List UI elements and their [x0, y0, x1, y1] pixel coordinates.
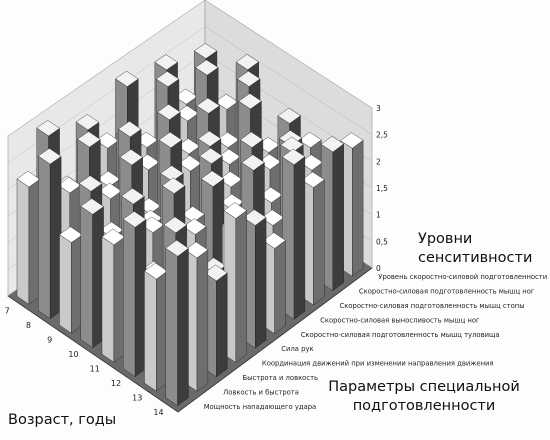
z-tick-label: 2,5	[376, 131, 388, 140]
z-tick-label: 0,5	[376, 237, 388, 246]
age-axis-labels: 7 8 9 10 11 12 13 14	[5, 306, 164, 417]
age-label: 12	[111, 379, 121, 388]
z-tick-label: 1	[376, 211, 381, 220]
parameter-label: Скоростно-силовая выносливость мышц ног	[320, 316, 480, 324]
chart-bars	[16, 43, 364, 407]
parameter-label: Быстрота и ловкость	[243, 374, 319, 382]
age-label: 11	[90, 364, 100, 373]
bar	[165, 239, 189, 407]
age-label: 13	[132, 393, 142, 402]
age-label: 10	[68, 350, 78, 359]
age-axis-title: Возраст, годы	[8, 412, 117, 428]
gridline	[7, 0, 206, 137]
bar	[243, 209, 267, 349]
parameter-axis-labels: Уровень скоростно-силовой подготовленнос…	[204, 273, 547, 411]
z-tick-label: 2	[376, 157, 381, 166]
bar	[122, 211, 147, 378]
gridline	[204, 26, 373, 135]
parameter-label: Уровень скоростно-силовой подготовленнос…	[378, 273, 547, 281]
z-tick-label: 1,5	[376, 184, 388, 193]
parameter-label: Координация движений при изменении напра…	[262, 360, 494, 368]
gridline	[204, 0, 373, 109]
parameter-label: Ловкость и быстрота	[223, 388, 299, 396]
z-axis-title: Уровни сенситивности	[418, 231, 533, 266]
bar	[101, 228, 126, 363]
age-label: 9	[47, 335, 52, 344]
bar	[80, 198, 104, 349]
bar	[320, 136, 345, 292]
parameter-label: Сила рук	[281, 345, 313, 353]
parameter-label: Скоростно-силовая подготовленность мышц …	[340, 302, 525, 310]
z-axis-ticks: 0 0,5 1 1,5 2 2,5 3	[376, 104, 388, 273]
bar	[59, 226, 83, 334]
z-tick-label: 3	[376, 104, 381, 113]
bar	[16, 170, 41, 305]
age-label: 8	[26, 321, 31, 330]
parameter-label: Мощность нападающего удара	[204, 403, 317, 411]
bar	[37, 148, 62, 320]
parameter-label: Скоростно-силовая подготовленность мышц …	[301, 331, 500, 339]
parameter-axis-title: Параметры специальной подготовленности	[328, 379, 520, 414]
age-label: 14	[153, 408, 163, 417]
z-tick-label: 0	[376, 264, 381, 273]
bar	[144, 262, 168, 392]
bar	[340, 132, 364, 277]
age-label: 7	[5, 306, 10, 315]
parameter-label: Скоростно-силовая подготовленность мышц …	[359, 288, 535, 296]
